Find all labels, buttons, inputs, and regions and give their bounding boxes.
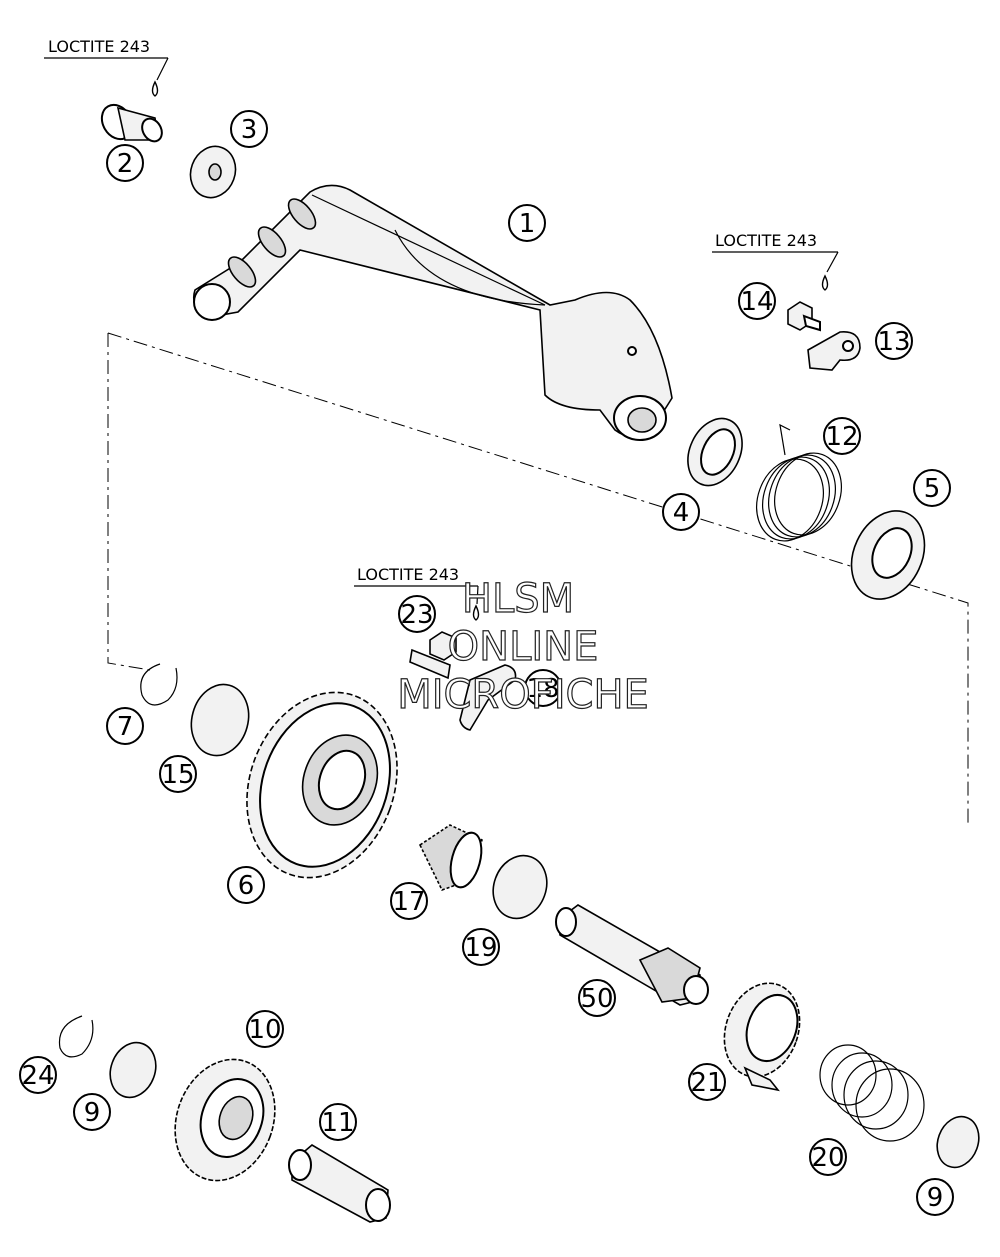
callout-18: 18: [524, 669, 562, 707]
callout-1: 1: [508, 204, 546, 242]
loctite-text-2: LOCTITE 243: [715, 231, 817, 250]
callout-20: 20: [809, 1138, 847, 1176]
loctite-label-middle: LOCTITE 243: [354, 565, 480, 621]
part-9-washer-right: [936, 1115, 980, 1169]
part-6-large-gear: [246, 691, 398, 879]
watermark: HLSM ONLINE MICROFICHE: [397, 575, 650, 718]
part-10-idler-gear: [174, 1058, 276, 1182]
callout-7: 7: [106, 707, 144, 745]
part-21-ratchet-gear: [723, 982, 801, 1092]
callout-5: 5: [913, 469, 951, 507]
watermark-line-1: HLSM: [462, 576, 574, 622]
part-5-large-washer: [850, 510, 926, 600]
part-50-kickstarter-shaft: [555, 904, 709, 1006]
svg-text:17: 17: [392, 887, 425, 917]
part-9-washer-left: [109, 1041, 157, 1099]
part-14-bolt: [787, 301, 821, 332]
svg-text:19: 19: [464, 933, 497, 963]
svg-text:5: 5: [924, 474, 941, 504]
part-24-circlip: [58, 1015, 94, 1058]
svg-text:13: 13: [877, 327, 910, 357]
callout-50: 50: [578, 979, 616, 1017]
part-11-idler-shaft: [288, 1144, 391, 1223]
svg-text:10: 10: [248, 1015, 281, 1045]
svg-text:18: 18: [526, 674, 559, 704]
callout-3: 3: [230, 110, 268, 148]
loctite-text-3: LOCTITE 243: [357, 565, 459, 584]
callout-15: 15: [159, 755, 197, 793]
part-15-washer: [190, 683, 250, 757]
part-1-kick-lever: [192, 184, 673, 441]
watermark-line-3: MICROFICHE: [397, 672, 649, 718]
callout-13: 13: [875, 322, 913, 360]
svg-text:1: 1: [519, 209, 536, 239]
svg-text:2: 2: [117, 149, 134, 179]
callout-24: 24: [19, 1056, 57, 1094]
loctite-label-top-left: LOCTITE 243: [44, 37, 169, 97]
svg-text:9: 9: [84, 1098, 101, 1128]
callout-17: 17: [390, 882, 428, 920]
part-23-bolt: [409, 631, 457, 680]
loctite-label-top-right: LOCTITE 243: [712, 231, 839, 291]
part-19-washer: [492, 854, 548, 920]
svg-text:23: 23: [400, 600, 433, 630]
callout-4: 4: [662, 493, 700, 531]
callout-14: 14: [738, 282, 776, 320]
part-7-circlip: [140, 663, 178, 706]
callout-21: 21: [688, 1063, 726, 1101]
svg-text:9: 9: [927, 1183, 944, 1213]
part-17-needle-bearing: [418, 824, 483, 891]
svg-text:24: 24: [21, 1061, 54, 1091]
assembly-dash-outline: [107, 332, 969, 823]
callout-23: 23: [398, 595, 436, 633]
part-2-pin: [100, 103, 163, 143]
svg-text:7: 7: [117, 712, 134, 742]
svg-text:21: 21: [690, 1068, 723, 1098]
part-4-seal-ring: [687, 417, 743, 487]
svg-text:4: 4: [673, 498, 690, 528]
svg-text:6: 6: [238, 871, 255, 901]
callout-10: 10: [246, 1010, 284, 1048]
callout-9-right: 9: [916, 1178, 954, 1216]
part-18-ratchet-pawl: [459, 664, 517, 731]
svg-text:14: 14: [740, 287, 773, 317]
callout-6: 6: [227, 866, 265, 904]
svg-text:50: 50: [580, 984, 613, 1014]
part-20-coil-spring: [819, 1044, 925, 1142]
loctite-text-1: LOCTITE 243: [48, 37, 150, 56]
part-3-washer: [189, 145, 237, 199]
callout-11: 11: [319, 1103, 357, 1141]
svg-text:12: 12: [825, 422, 858, 452]
part-12-torsion-spring: [756, 423, 842, 542]
svg-text:11: 11: [321, 1108, 354, 1138]
callout-12: 12: [823, 417, 861, 455]
callout-2: 2: [106, 144, 144, 182]
loctite-drop-icon-1: [151, 80, 159, 97]
svg-text:3: 3: [241, 115, 258, 145]
callout-19: 19: [462, 928, 500, 966]
loctite-drop-icon-3: [472, 604, 480, 621]
svg-text:15: 15: [161, 760, 194, 790]
svg-text:20: 20: [811, 1143, 844, 1173]
watermark-line-2: ONLINE: [448, 624, 599, 670]
loctite-drop-icon-2: [821, 274, 829, 291]
callout-9-left: 9: [73, 1093, 111, 1131]
part-13-bracket: [807, 331, 861, 371]
